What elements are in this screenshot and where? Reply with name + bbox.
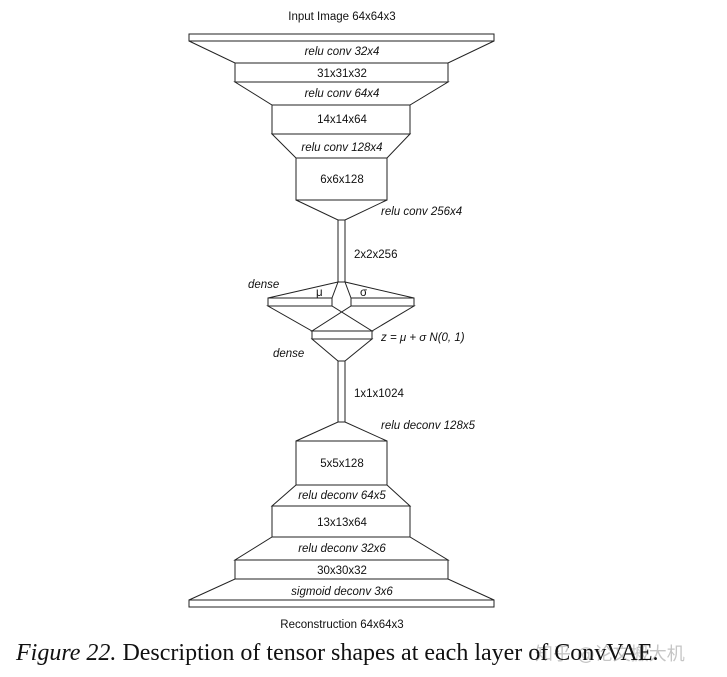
z-formula-label: z = μ + σ N(0, 1)	[380, 332, 465, 344]
decoder-shape0-label: 1x1x1024	[354, 388, 404, 400]
z-box	[311, 330, 373, 340]
shape4-label: 2x2x256	[354, 249, 397, 261]
conv2-label: relu conv 64x4	[305, 88, 380, 100]
figure-caption: Figure 22. Description of tensor shapes …	[16, 640, 659, 667]
deconv2-label: relu deconv 64x5	[298, 490, 386, 502]
sigma-to-z-funnel	[310, 305, 416, 332]
input-label: Input Image 64x64x3	[288, 11, 395, 23]
output-label: Reconstruction 64x64x3	[280, 619, 403, 631]
sigma-label: σ	[360, 287, 367, 299]
deconv1-label: relu deconv 128x5	[381, 420, 476, 432]
conv4-funnel	[295, 199, 388, 221]
decoder-shape1-label: 5x5x128	[320, 458, 363, 470]
mu-label: μ	[316, 287, 323, 299]
watermark: 知乎 @论文搬大机	[535, 644, 685, 665]
conv3-label: relu conv 128x4	[301, 142, 382, 154]
decoder-shape2-label: 13x13x64	[317, 517, 367, 529]
mu-to-z-funnel	[266, 305, 374, 332]
sigma-box	[350, 297, 415, 307]
figure-label: Figure 22.	[16, 640, 117, 666]
layer-1x1x1024-box	[337, 360, 346, 423]
dense-bottom-label: dense	[273, 348, 304, 360]
dense-sigma-funnel	[344, 281, 415, 299]
output-layer-box	[188, 599, 495, 608]
shape2-label: 14x14x64	[317, 114, 367, 126]
decoder-shape3-label: 30x30x32	[317, 565, 367, 577]
deconv3-label: relu deconv 32x6	[298, 543, 386, 555]
shape1-label: 31x31x32	[317, 68, 367, 80]
mu-box	[267, 297, 333, 307]
conv1-label: relu conv 32x4	[305, 46, 380, 58]
deconv4-label: sigmoid deconv 3x6	[291, 586, 393, 598]
caption-text: Description of tensor shapes at each lay…	[116, 640, 659, 666]
shape3-label: 6x6x128	[320, 174, 363, 186]
dense-out-funnel	[310, 338, 374, 362]
input-layer-box	[188, 33, 495, 42]
dense-top-label: dense	[248, 279, 279, 291]
conv4-label: relu conv 256x4	[381, 206, 462, 218]
layer-2x2x256-box	[337, 219, 346, 283]
deconv1-funnel	[295, 421, 388, 442]
